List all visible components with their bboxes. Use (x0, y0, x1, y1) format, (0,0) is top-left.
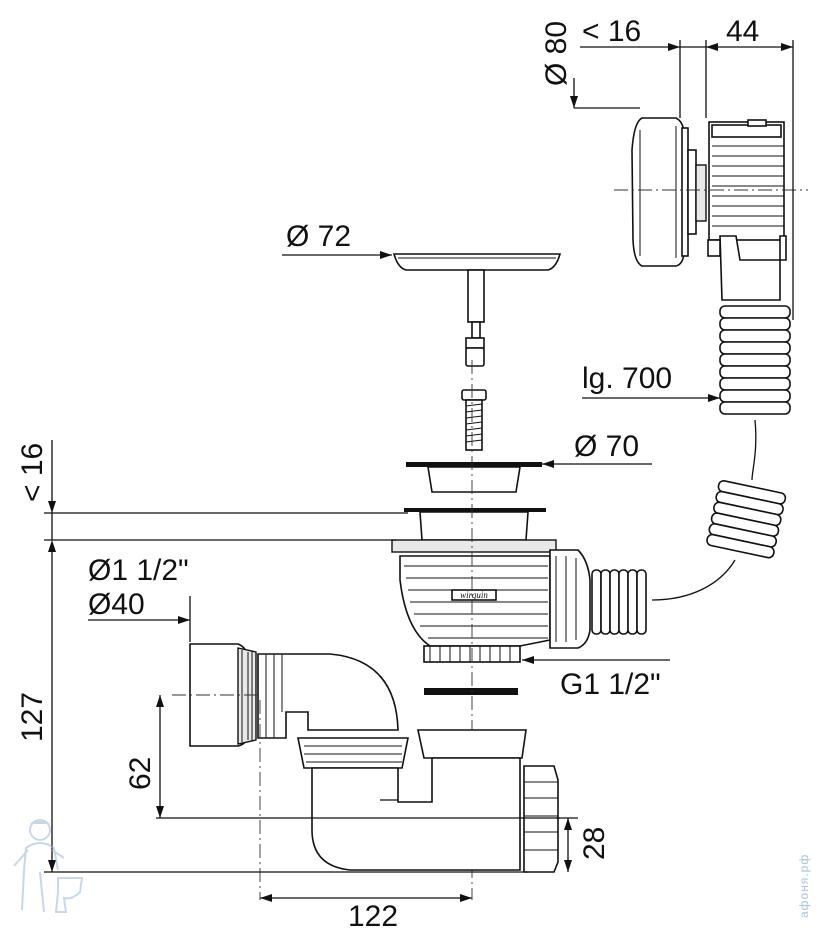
outlet-diameter-label: Ø 80 (540, 21, 573, 86)
overflow-unit (614, 117, 808, 601)
toilet-icon (54, 877, 84, 913)
outlet-depth-label: < 16 (582, 15, 641, 48)
trap-body (172, 643, 559, 900)
screw (461, 389, 487, 451)
basin-thickness-label: < 16 (16, 443, 49, 502)
drain-flange (404, 460, 652, 541)
horizontal-distance-label: 122 (348, 900, 398, 932)
pipe-diameter-label: Ø40 (88, 588, 145, 621)
trap-offset-label: 28 (578, 827, 611, 860)
drain-thread-label: G1 1/2" (560, 668, 661, 701)
svg-text:wirquin: wirquin (460, 590, 488, 600)
pipe-thread-label: Ø1 1/2" (88, 554, 189, 587)
flange-diameter-label: Ø 70 (574, 430, 639, 463)
left-dimension-lines (44, 440, 578, 902)
plumber-mascot-icon (13, 819, 65, 913)
outlet-width-label: 44 (726, 15, 759, 48)
overflow-dimension-lines (570, 40, 794, 402)
outlet-height-label: 62 (124, 757, 157, 790)
total-height-label: 127 (16, 692, 49, 742)
plug-stopper (282, 251, 562, 367)
watermark-text: афоня.рф (797, 854, 811, 918)
drain-body: wirquin (391, 360, 670, 900)
hose-length-label: lg. 700 (582, 362, 672, 395)
plug-diameter-label: Ø 72 (286, 220, 351, 253)
